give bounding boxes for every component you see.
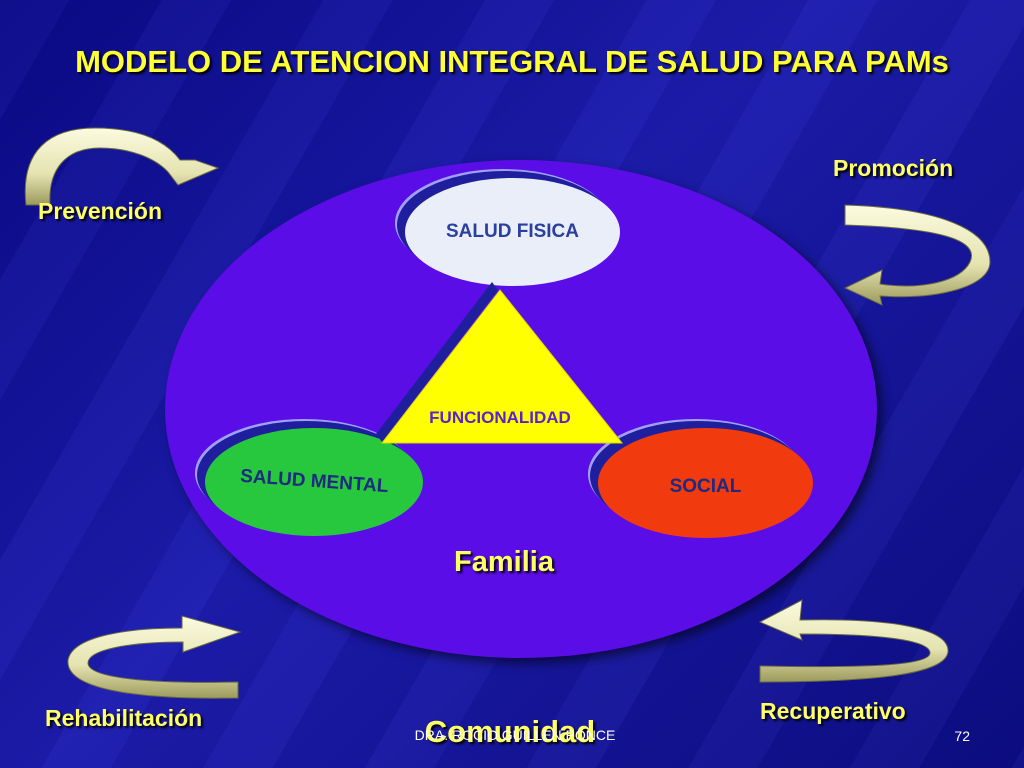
social-oval: SOCIAL: [598, 428, 813, 538]
rehabilitacion-label: Rehabilitación: [45, 705, 203, 731]
rehabilitacion-arrow-icon: [67, 615, 242, 699]
promocion-arrow-icon: [843, 204, 991, 306]
salud-fisica-label: SALUD FISICA: [446, 221, 579, 242]
prevencion-arrow-icon: [24, 127, 220, 206]
salud-fisica-oval: SALUD FISICA: [405, 178, 620, 286]
footer-author: DRA. ROCIO GUILLEN PONCE: [414, 727, 616, 743]
page-number: 72: [954, 728, 970, 744]
recuperativo-label: Recuperativo: [760, 698, 906, 724]
prevencion-label: Prevención: [38, 198, 162, 224]
funcionalidad-label: FUNCIONALIDAD: [429, 408, 571, 427]
promocion-label: Promoción: [833, 155, 954, 181]
social-label: SOCIAL: [669, 476, 742, 497]
recuperativo-arrow-icon: [758, 599, 949, 683]
triangle-shape: [380, 289, 624, 444]
triangle-shadow-left: [376, 282, 498, 442]
familia-label: Familia: [454, 546, 554, 578]
comunidad-label: Comunidad: [424, 714, 596, 749]
salud-mental-oval: SALUD MENTAL: [205, 428, 423, 536]
slide-title: MODELO DE ATENCION INTEGRAL DE SALUD PAR…: [75, 44, 949, 79]
